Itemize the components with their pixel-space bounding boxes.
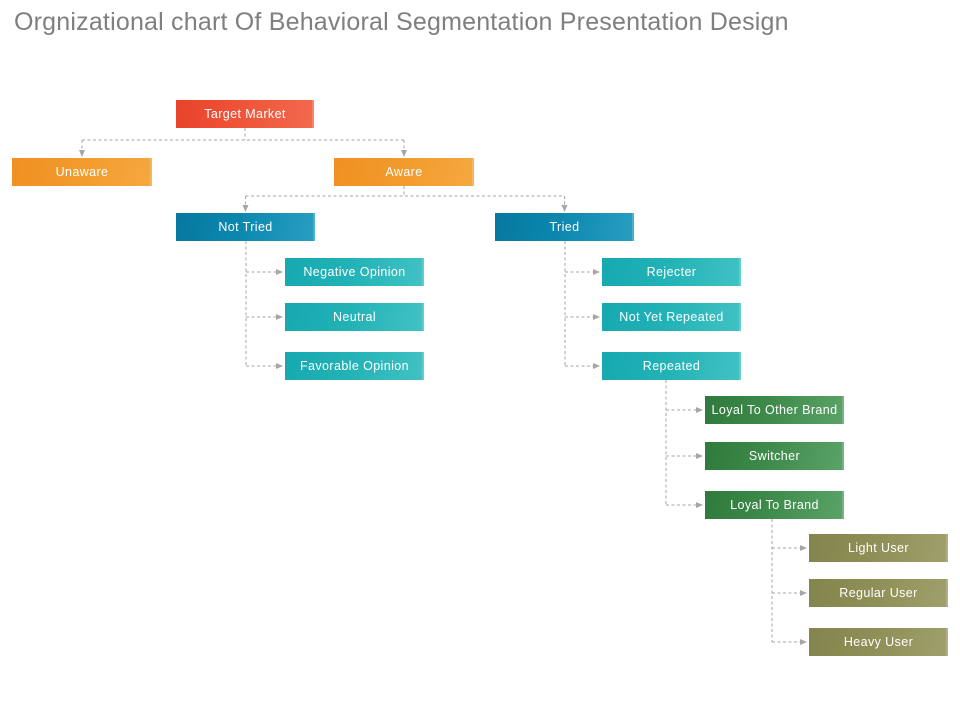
node-label-heavy_user: Heavy User — [843, 635, 914, 649]
node-label-repeated: Repeated — [642, 359, 701, 373]
node-label-favorable_opinion: Favorable Opinion — [300, 359, 409, 373]
node-target_market[interactable]: Target Market — [176, 100, 314, 128]
node-label-unaware: Unaware — [55, 165, 109, 179]
node-aware[interactable]: Aware — [334, 158, 474, 186]
node-loyal_other_brand[interactable]: Loyal To Other Brand — [705, 396, 844, 424]
node-label-light_user: Light User — [848, 541, 909, 555]
node-label-target_market: Target Market — [204, 107, 286, 121]
node-label-negative_opinion: Negative Opinion — [303, 265, 406, 279]
node-repeated[interactable]: Repeated — [602, 352, 741, 380]
node-negative_opinion[interactable]: Negative Opinion — [285, 258, 424, 286]
node-label-not_yet_repeated: Not Yet Repeated — [619, 310, 724, 324]
node-switcher[interactable]: Switcher — [705, 442, 844, 470]
node-heavy_user[interactable]: Heavy User — [809, 628, 948, 656]
node-label-not_tried: Not Tried — [218, 220, 273, 234]
node-regular_user[interactable]: Regular User — [809, 579, 948, 607]
node-light_user[interactable]: Light User — [809, 534, 948, 562]
node-favorable_opinion[interactable]: Favorable Opinion — [285, 352, 424, 380]
node-label-loyal_other_brand: Loyal To Other Brand — [711, 403, 838, 417]
node-label-neutral: Neutral — [332, 310, 377, 324]
node-label-regular_user: Regular User — [839, 586, 918, 600]
page-title: Orgnizational chart Of Behavioral Segmen… — [14, 8, 789, 36]
node-rejecter[interactable]: Rejecter — [602, 258, 741, 286]
node-label-switcher: Switcher — [748, 449, 801, 463]
node-label-loyal_to_brand: Loyal To Brand — [730, 498, 819, 512]
node-neutral[interactable]: Neutral — [285, 303, 424, 331]
node-label-aware: Aware — [385, 165, 423, 179]
node-not_yet_repeated[interactable]: Not Yet Repeated — [602, 303, 741, 331]
node-loyal_to_brand[interactable]: Loyal To Brand — [705, 491, 844, 519]
node-label-rejecter: Rejecter — [646, 265, 697, 279]
node-tried[interactable]: Tried — [495, 213, 634, 241]
node-unaware[interactable]: Unaware — [12, 158, 152, 186]
node-not_tried[interactable]: Not Tried — [176, 213, 315, 241]
node-label-tried: Tried — [549, 220, 580, 234]
